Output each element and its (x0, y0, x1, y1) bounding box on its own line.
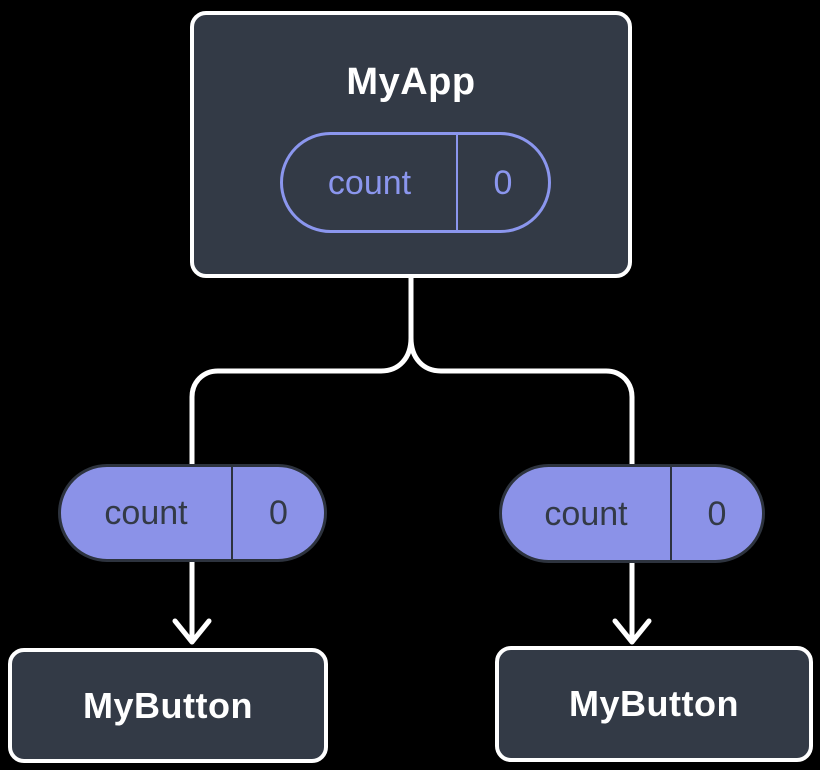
state-pill-value: 0 (493, 163, 513, 202)
state-pill-name: count (283, 135, 458, 230)
component-title: MyButton (569, 683, 739, 724)
connector-branch-left (189, 275, 414, 642)
component-title: MyApp (346, 61, 476, 103)
component-node-myapp: MyApp count 0 (190, 11, 632, 278)
prop-pill-value: 0 (707, 494, 727, 533)
prop-pill-name: count (61, 467, 233, 559)
connector-branch-right (408, 275, 635, 642)
prop-pill-value: 0 (269, 494, 288, 532)
prop-pill-left: count 0 (58, 464, 327, 562)
component-node-mybutton-right: MyButton (495, 646, 813, 762)
state-pill: count 0 (280, 132, 551, 233)
arrowhead-down-left-icon (172, 618, 212, 645)
arrowhead-down-right-icon (612, 618, 652, 645)
prop-pill-name: count (502, 467, 672, 560)
component-node-mybutton-left: MyButton (8, 648, 328, 763)
component-title: MyButton (83, 684, 253, 726)
prop-pill-right: count 0 (499, 464, 765, 563)
